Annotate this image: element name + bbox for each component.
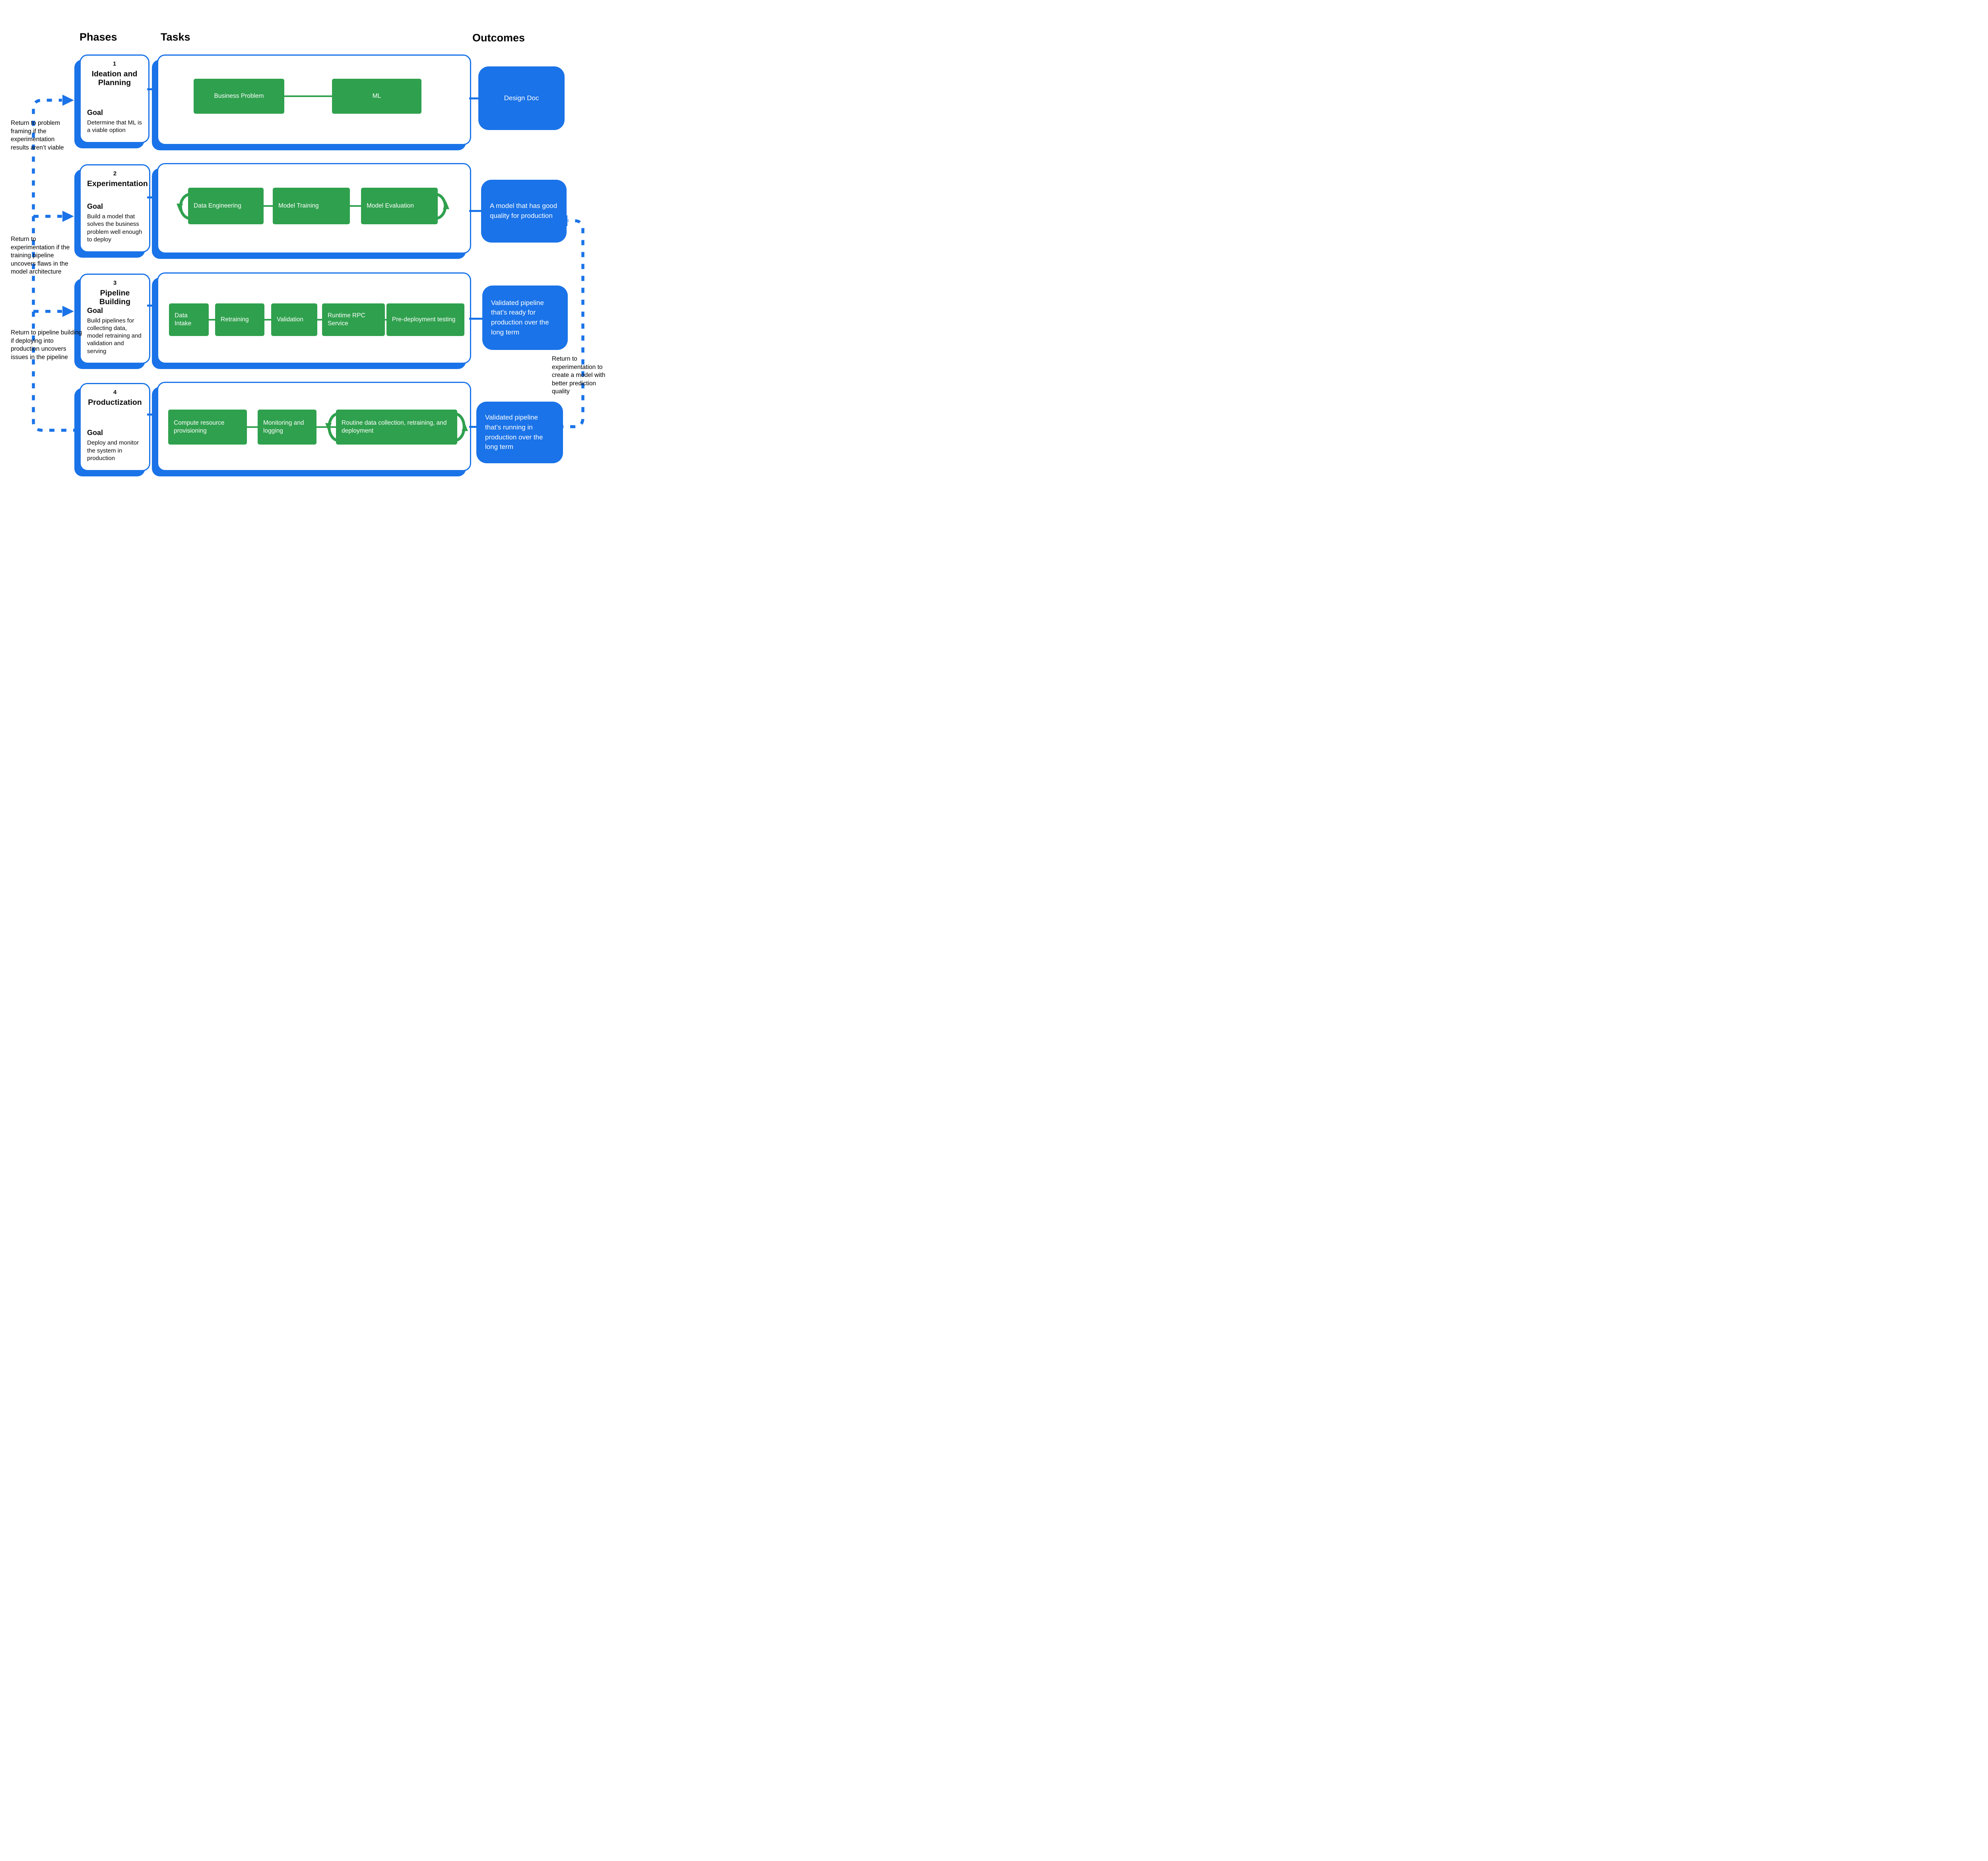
task-data-intake: Data Intake: [169, 303, 209, 336]
outcome-design-doc: Design Doc: [478, 66, 565, 130]
annotation-return-experimentation-flaws: Return to experimentation if the trainin…: [11, 236, 70, 276]
connector-dataeng-training: [263, 205, 274, 207]
task-runtime-rpc-service: Runtime RPC Service: [322, 303, 385, 336]
phase-number: 1: [113, 60, 116, 67]
task-validation: Validation: [271, 303, 317, 336]
goal-text: Determine that ML is a viable option: [87, 119, 142, 134]
connector-training-evaluation: [349, 205, 362, 207]
connector-phase3-tasks: [147, 305, 158, 307]
arrowhead-to-phase3: [62, 306, 74, 317]
phase-number: 4: [113, 389, 117, 396]
goal-label: Goal: [87, 306, 103, 315]
task-routine-collection-retraining-deployment: Routine data collection, retraining, and…: [336, 410, 457, 445]
task-model-training: Model Training: [273, 188, 350, 224]
connector-row3-1: [207, 319, 217, 321]
task-retraining: Retraining: [215, 303, 264, 336]
phase-card-ideation: 1 Ideation and Planning Goal Determine t…: [80, 54, 149, 143]
mlops-phases-diagram: Phases Tasks Outcomes 1 Ideation and Pla…: [0, 0, 615, 507]
goal-text: Build a model that solves the business p…: [87, 213, 142, 243]
outcome-validated-pipeline-ready: Validated pipeline that’s ready for prod…: [482, 286, 568, 350]
outcome-model-good-quality: A model that has good quality for produc…: [481, 180, 567, 243]
connector-row3-2: [263, 319, 272, 321]
task-data-engineering: Data Engineering: [188, 188, 264, 224]
connector-tasks3-outcome: [469, 318, 483, 320]
connector-row3-3: [316, 319, 324, 321]
connector-tasks4-outcome: [469, 426, 477, 428]
connector-row4-1: [246, 426, 258, 428]
annotation-return-problem-framing: Return to problem framing if the experim…: [11, 120, 64, 151]
task-business-problem: Business Problem: [194, 79, 284, 114]
phase-card-pipeline-building: 3 Pipeline Building Goal Build pipelines…: [80, 274, 150, 364]
connector-phase4-tasks: [147, 414, 158, 416]
task-ml: ML: [332, 79, 421, 114]
arrowhead-to-phase1: [62, 95, 74, 106]
goal-text: Build pipelines for collecting data, mod…: [87, 317, 142, 355]
connector-businessproblem-ml: [283, 95, 333, 97]
phase-number: 3: [113, 280, 117, 286]
task-monitoring-logging: Monitoring and logging: [258, 410, 316, 445]
outcome-validated-pipeline-running: Validated pipeline that’s running in pro…: [476, 402, 563, 463]
phase-title: Experimentation: [87, 179, 148, 188]
task-model-evaluation: Model Evaluation: [361, 188, 438, 224]
phase-number: 2: [113, 170, 117, 177]
phase-title: Pipeline Building: [99, 289, 130, 307]
connector-tasks2-outcome: [469, 210, 482, 212]
phase-card-experimentation: 2 Experimentation Goal Build a model tha…: [80, 164, 150, 253]
goal-label: Goal: [87, 429, 103, 437]
task-compute-resource-provisioning: Compute resource provisioning: [168, 410, 247, 445]
annotation-return-experimentation-quality: Return to experimentation to create a mo…: [552, 355, 606, 395]
connector-phase2-tasks: [147, 196, 158, 198]
phase-card-productization: 4 Productization Goal Deploy and monitor…: [80, 383, 150, 471]
phase-title: Productization: [88, 398, 142, 407]
tasks-column-header: Tasks: [161, 31, 190, 43]
goal-label: Goal: [87, 202, 103, 211]
annotation-return-pipeline-building: Return to pipeline building if deploying…: [11, 329, 82, 361]
outcomes-column-header: Outcomes: [472, 32, 525, 44]
connector-phase1-tasks: [147, 88, 158, 90]
arrowhead-to-phase2: [62, 211, 74, 222]
task-predeployment-testing: Pre-deployment testing: [386, 303, 464, 336]
connector-row3-4: [383, 319, 388, 321]
phase-title: Ideation and Planning: [91, 70, 138, 87]
goal-label: Goal: [87, 108, 103, 117]
phases-column-header: Phases: [80, 31, 117, 43]
connector-row4-2: [316, 426, 337, 428]
connector-tasks1-outcome: [469, 97, 480, 99]
goal-text: Deploy and monitor the system in product…: [87, 439, 139, 462]
